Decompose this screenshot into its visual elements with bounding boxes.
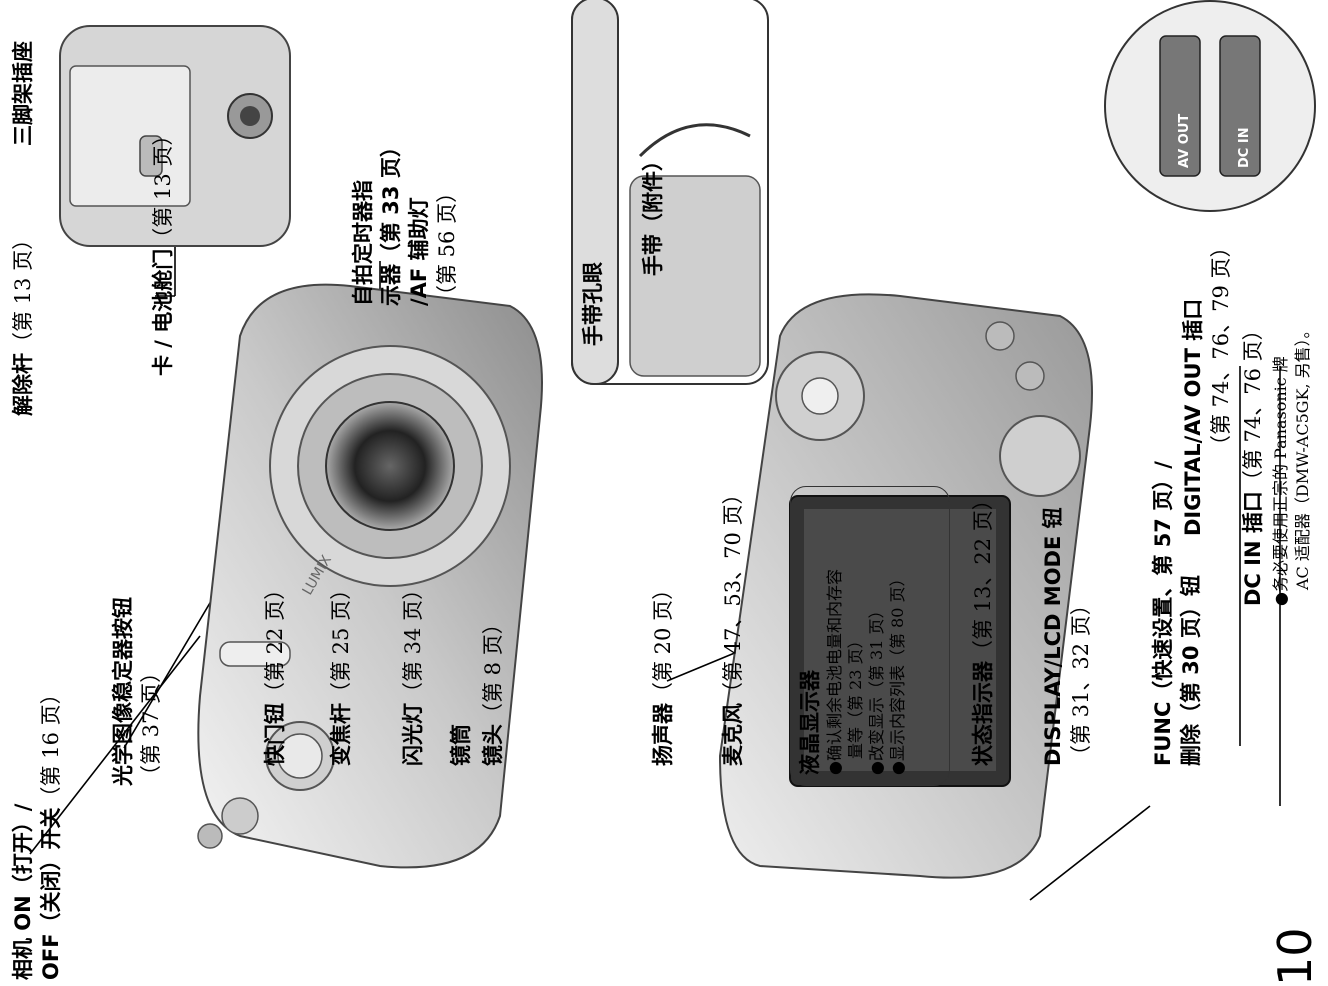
camera-front-illustration: LUMIX [197,283,543,869]
flash-label: 闪光灯（第 34 页） [401,578,425,766]
card-door-label: 卡 / 电池舱门（第 13 页） [151,124,175,376]
zoom-label: 变焦杆（第 25 页） [329,578,353,766]
lcd-bullet-1: ●确认剩余电池电量和内存容 [825,569,844,775]
display-button-label: DISPLAY/LCD MODE 钮 [1041,507,1065,766]
dcin-note-1: ●务必要使用正宗的 Panasonic 牌 [1271,356,1290,606]
lcd-bullet-2: ●改变显示（第 31 页） [867,602,886,776]
digital-jack-label: DIGITAL/AV OUT 插口 [1181,298,1205,536]
dcin-note-2: AC 适配器（DMW-AC5GK, 另售）。 [1293,322,1312,590]
strap-label: 手带（附件） [641,150,665,276]
camera-bottom-illustration [59,25,291,247]
dcin-jack-label: DC IN 插口（第 74、76 页） [1241,319,1265,606]
tripod-label: 三脚架插座 [11,41,35,146]
selftimer-label: 自拍定时器指 [351,180,375,306]
lcd-info-box: 液晶显示器 ●确认剩余电池电量和内存容 量等（第 23 页） ●改变显示（第 3… [790,486,950,786]
display-button-ref: （第 31、32 页） [1069,594,1093,766]
selftimer-label-4: （第 56 页） [435,181,459,306]
ois-button-ref: （第 37 页） [139,661,163,786]
shutter-label: 快门钮（第 22 页） [263,578,287,766]
digital-jack-text: AV OUT [1177,114,1192,168]
lens-label: 镜头（第 8 页） [481,613,505,766]
lcd-title: 液晶显示器 [798,670,822,775]
speaker-label: 扬声器（第 20 页） [651,578,675,766]
selftimer-label-2: 示器（第 33 页） [379,136,403,306]
ois-button-label: 光学图像稳定器按钮 [111,597,135,786]
delete-button-label: 删除（第 30 页）钮 [1179,575,1203,766]
strap-eyelet-title: 手带孔眼 [581,262,605,346]
mic-label: 麦克风（第 47、53、70 页） [721,483,745,766]
page-number: 10 [1268,927,1322,986]
jack-inset-circle: AV OUT DC IN [1104,0,1316,212]
release-lever-label: 解除杆（第 13 页） [11,228,35,416]
power-switch-label: 相机 ON（打开）/ [11,803,35,980]
lcd-bullet-1b: 量等（第 23 页） [846,632,865,759]
dcin-jack-text: DC IN [1237,127,1252,168]
func-button-label: FUNC（快速设置、第 57 页）/ [1151,461,1175,766]
camera-back-illustration [718,293,1093,879]
lcd-bullet-3: ●显示内容列表（第 80 页） [888,570,907,776]
selftimer-label-3: /AF 辅助灯 [407,197,431,306]
strap-inset-box [571,0,769,385]
barrel-label: 镜筒 [449,724,473,766]
status-indicator-label: 状态指示器（第 13、22 页） [971,489,995,766]
power-switch-label-2: OFF（关闭）开关（第 16 页） [39,683,63,980]
digital-jack-ref: （第 74、76、79 页） [1209,236,1233,456]
